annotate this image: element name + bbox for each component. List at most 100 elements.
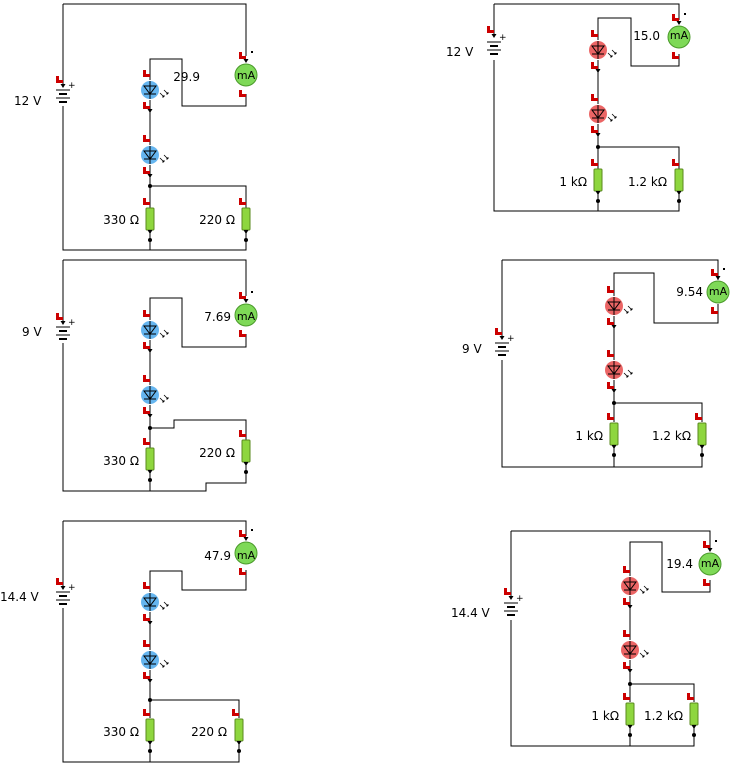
resistor [697, 422, 707, 446]
terminal-marker [607, 286, 614, 293]
light-arrow [159, 662, 165, 668]
current-arrow [611, 389, 617, 393]
current-arrow [147, 109, 153, 113]
light-arrow [159, 604, 165, 610]
meter-reading: 7.69 [204, 310, 231, 324]
battery: + [55, 583, 76, 608]
led-diode [605, 297, 633, 315]
current-arrow [147, 470, 153, 474]
terminal-marker [143, 407, 150, 414]
terminal-marker [623, 566, 630, 573]
current-arrow [147, 174, 153, 178]
junction-dot [148, 184, 152, 188]
battery-plus-sign: + [68, 583, 76, 593]
battery-voltage-label: 9 V [22, 325, 42, 339]
resistor [689, 702, 699, 726]
light-arrow [163, 394, 169, 400]
terminal-marker [143, 614, 150, 621]
resistor [234, 718, 244, 742]
current-arrow [243, 59, 249, 63]
meter-unit: mA [237, 549, 256, 562]
terminal-marker [239, 330, 246, 337]
current-arrow [691, 725, 697, 729]
current-arrow [60, 586, 66, 590]
resistor [609, 422, 619, 446]
junction-dot [692, 733, 696, 737]
junction-dot [237, 749, 241, 753]
terminal-marker [703, 579, 710, 586]
light-arrow [163, 89, 169, 95]
components: + [55, 51, 258, 242]
light-arrow [643, 649, 649, 655]
light-arrow [611, 113, 617, 119]
resistor-label-b: 220 Ω [191, 725, 227, 739]
ammeter [234, 291, 258, 327]
meter-reading: 15.0 [633, 29, 660, 43]
current-arrow [243, 230, 249, 234]
current-arrow [147, 230, 153, 234]
current-arrow [627, 669, 633, 673]
light-arrow [163, 601, 169, 607]
current-arrow [676, 21, 682, 25]
meter-face [706, 280, 730, 304]
light-arrow [627, 369, 633, 375]
light-arrow [627, 305, 633, 311]
terminal-marker [591, 30, 598, 37]
light-arrow [159, 332, 165, 338]
resistor-label-b: 1.2 kΩ [652, 429, 691, 443]
current-arrow [595, 191, 601, 195]
components: + [486, 13, 691, 203]
led-diode [589, 105, 617, 123]
current-arrow [676, 191, 682, 195]
ammeter [667, 13, 691, 49]
terminal-marker [143, 438, 150, 445]
terminal-marker [239, 90, 246, 97]
current-arrow [627, 605, 633, 609]
led-diode [605, 361, 633, 379]
current-arrow [715, 276, 721, 280]
components: + [503, 540, 722, 737]
terminal-marker [239, 292, 246, 299]
terminal-marker [623, 693, 630, 700]
junction-dot [244, 470, 248, 474]
terminal-marker [239, 530, 246, 537]
components: + [55, 291, 258, 482]
terminal-marker [591, 62, 598, 69]
current-arrow [627, 725, 633, 729]
current-arrow [147, 741, 153, 745]
battery-plus-sign: + [68, 318, 76, 328]
resistor-label-a: 1 kΩ [591, 709, 619, 723]
battery-plus-sign: + [516, 594, 524, 604]
battery-plus-sign: + [68, 81, 76, 91]
meter-face [667, 25, 691, 49]
junction-dot [148, 426, 152, 430]
current-arrow [60, 84, 66, 88]
terminal-marker [672, 159, 679, 166]
current-arrow [243, 537, 249, 541]
resistor-label-b: 1.2 kΩ [628, 175, 667, 189]
circuit-4: +9 V 9.54 1 kΩ 1.2 kΩ mA [462, 259, 730, 468]
junction-dot [148, 478, 152, 482]
light-arrow [159, 397, 165, 403]
terminal-marker [495, 328, 502, 335]
terminal-marker [143, 310, 150, 317]
terminal-marker [232, 709, 239, 716]
terminal-marker [623, 662, 630, 669]
terminal-marker [143, 135, 150, 142]
light-arrow [623, 308, 629, 314]
resistor-label-b: 220 Ω [199, 446, 235, 460]
junction-dot [596, 199, 600, 203]
meter-unit: mA [237, 310, 256, 323]
terminal-marker [143, 102, 150, 109]
terminal-marker [695, 413, 702, 420]
terminal-marker [591, 126, 598, 133]
battery-voltage-label: 12 V [14, 94, 42, 108]
led-diode [621, 577, 649, 595]
current-arrow [147, 621, 153, 625]
led-diode [621, 641, 649, 659]
terminal-marker [143, 709, 150, 716]
terminal-marker [239, 568, 246, 575]
terminal-marker [591, 159, 598, 166]
terminal-marker [623, 630, 630, 637]
